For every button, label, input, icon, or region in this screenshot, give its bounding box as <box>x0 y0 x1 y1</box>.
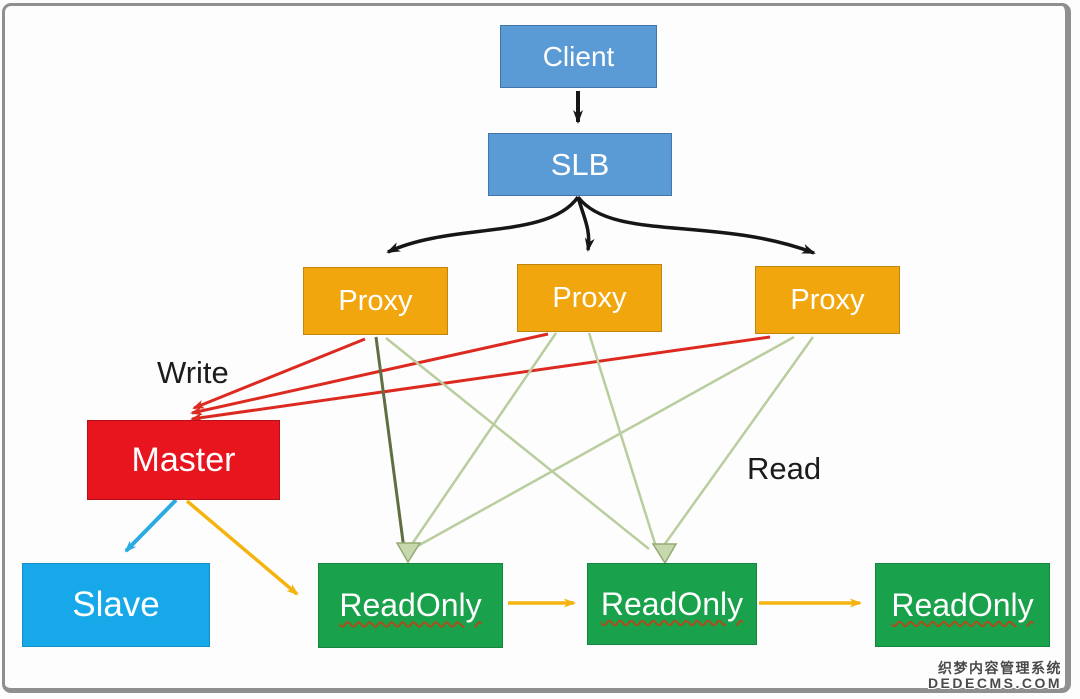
watermark-line2: DEDECMS.COM <box>927 675 1062 691</box>
edge-slb-proxy1 <box>386 195 580 254</box>
read-arrowhead-readonly1 <box>395 542 422 564</box>
edge-read-proxy3-readonly2 <box>660 336 815 549</box>
edge-slb-proxy2 <box>576 196 595 252</box>
read-arrowhead-readonly2 <box>651 543 678 565</box>
edge-read-proxy3-readonly1 <box>413 335 795 550</box>
edge-read-proxy2-readonly2 <box>587 332 658 548</box>
node-proxy-1: Proxy <box>303 267 448 335</box>
node-readonly-1-label: ReadOnly <box>339 587 482 623</box>
node-slave-label: Slave <box>72 585 160 624</box>
node-proxy-2: Proxy <box>517 264 662 332</box>
node-readonly-3: ReadOnly <box>875 563 1050 647</box>
watermark: 织梦内容管理系统 DEDECMS.COM <box>928 661 1062 691</box>
node-slb-label: SLB <box>550 146 610 182</box>
node-slb: SLB <box>488 133 672 196</box>
edge-master-readonly1 <box>185 499 299 596</box>
edge-master-slave <box>124 498 178 553</box>
node-proxy-3: Proxy <box>755 266 900 334</box>
node-client: Client <box>500 25 657 88</box>
edge-read-proxy2-readonly1 <box>408 332 558 548</box>
write-edge-label: Write <box>157 355 229 390</box>
edge-write-proxy3-master <box>190 335 771 423</box>
edge-slb-proxy3 <box>576 195 816 255</box>
node-client-label: Client <box>542 40 615 72</box>
node-readonly-2-label: ReadOnly <box>600 585 744 622</box>
node-readonly-3-label: ReadOnly <box>891 586 1034 623</box>
node-proxy-3-label: Proxy <box>790 283 865 316</box>
node-proxy-1-label: Proxy <box>338 284 413 317</box>
node-proxy-2-label: Proxy <box>552 281 627 314</box>
edge-read-proxy1-readonly2 <box>385 337 650 550</box>
read-edge-label: Read <box>747 451 822 486</box>
node-master-label: Master <box>131 440 236 479</box>
edge-write-proxy1-master <box>192 337 366 410</box>
edge-read-proxy1-readonly1 <box>374 336 406 550</box>
node-master: Master <box>87 420 280 500</box>
edge-write-proxy2-master <box>190 332 549 416</box>
node-slave: Slave <box>22 563 210 647</box>
node-readonly-1: ReadOnly <box>318 563 503 648</box>
node-readonly-2: ReadOnly <box>587 563 757 645</box>
watermark-line1: 织梦内容管理系统 <box>938 660 1062 676</box>
